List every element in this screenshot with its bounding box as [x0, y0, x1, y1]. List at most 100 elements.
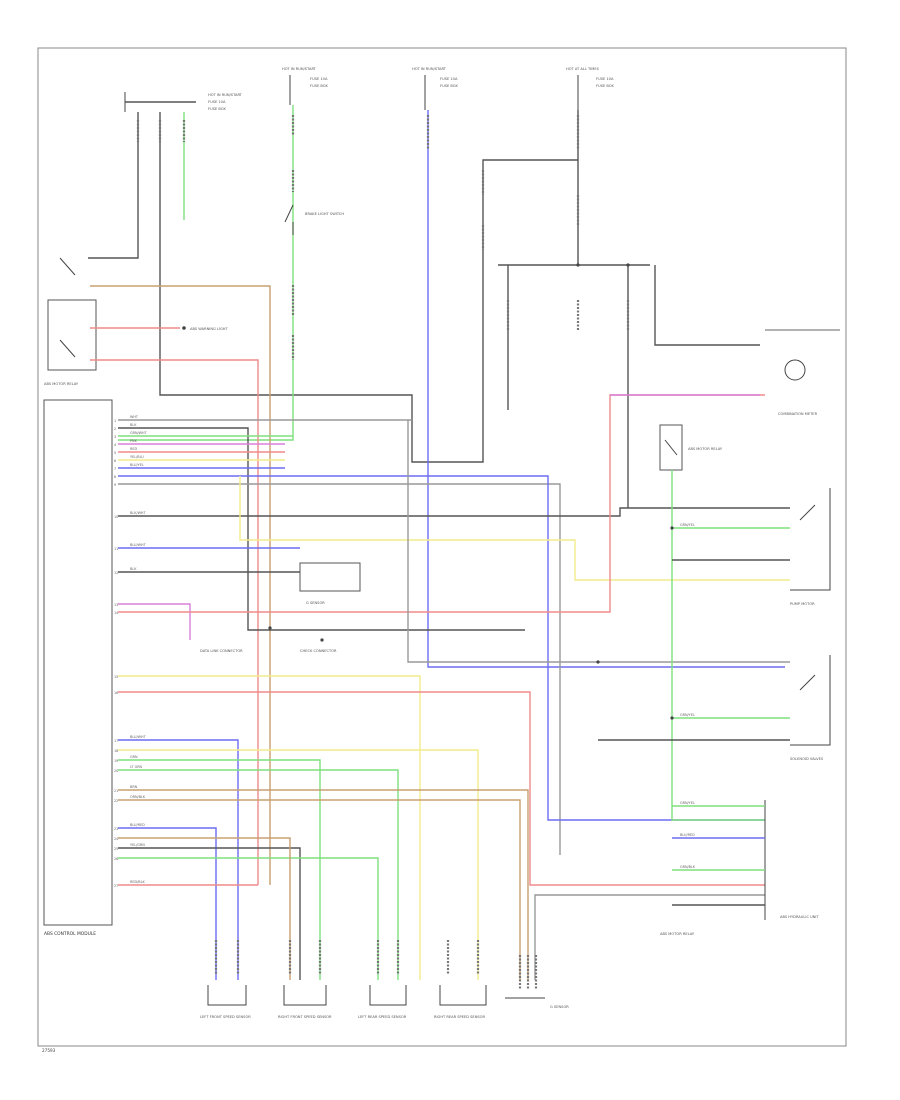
svg-text:BRN: BRN: [130, 785, 138, 789]
svg-text:SOLENOID VALVES: SOLENOID VALVES: [790, 757, 824, 761]
svg-text:27: 27: [114, 884, 118, 888]
power-source-1: HOT IN RUN/START FUSE 10A FUSE BOX: [124, 92, 243, 112]
wire-s12: [534, 894, 765, 980]
svg-text:BLK: BLK: [130, 567, 137, 571]
svg-text:GRN: GRN: [130, 755, 138, 759]
wire-s11: [118, 837, 291, 980]
svg-text:GRN/WHT: GRN/WHT: [130, 431, 148, 435]
svg-text:CHECK CONNECTOR: CHECK CONNECTOR: [300, 649, 337, 653]
svg-text:HOT AT ALL TIMES: HOT AT ALL TIMES: [566, 67, 600, 71]
svg-text:FUSE BOX: FUSE BOX: [440, 84, 458, 88]
svg-text:FUSE 10A: FUSE 10A: [208, 100, 226, 104]
svg-text:PUMP MOTOR: PUMP MOTOR: [790, 602, 815, 606]
svg-text:1: 1: [114, 419, 116, 423]
wire-r7: [671, 470, 765, 821]
svg-text:7: 7: [114, 467, 116, 471]
svg-text:RED/BLK: RED/BLK: [130, 880, 145, 884]
wire-feed-2: [159, 112, 578, 463]
svg-text:BLU/YEL: BLU/YEL: [130, 463, 144, 467]
svg-text:FUSE BOX: FUSE BOX: [310, 84, 328, 88]
wire-s6: [118, 799, 521, 980]
svg-text:YEL/BLU: YEL/BLU: [130, 455, 144, 459]
svg-text:5: 5: [114, 451, 116, 455]
svg-text:HOT IN RUN/START: HOT IN RUN/START: [282, 67, 317, 71]
power-source-3: HOT IN RUN/START FUSE 10A FUSE BOX: [412, 67, 458, 110]
wire-m11: [239, 476, 790, 581]
svg-text:BRAKE LIGHT SWITCH: BRAKE LIGHT SWITCH: [305, 212, 344, 216]
figure-code: 27593: [42, 1048, 56, 1053]
wire-m16: [118, 675, 421, 980]
svg-text:25: 25: [114, 847, 118, 851]
rear-right-speed-sensor: RIGHT REAR SPEED SENSOR: [434, 985, 487, 1019]
svg-text:19: 19: [114, 759, 118, 763]
svg-text:BLK/WHT: BLK/WHT: [130, 511, 146, 515]
svg-text:BLU/WHT: BLU/WHT: [130, 543, 147, 547]
svg-text:3: 3: [114, 435, 116, 439]
svg-text:4: 4: [114, 443, 116, 447]
svg-text:ORN/BLK: ORN/BLK: [130, 795, 146, 799]
svg-text:10: 10: [114, 515, 118, 519]
svg-text:26: 26: [114, 857, 118, 861]
svg-text:BLU/RED: BLU/RED: [130, 823, 145, 827]
abs-warning-label: ABS WARNING LIGHT: [190, 327, 229, 331]
brake-light-switch: BRAKE LIGHT SWITCH: [284, 204, 344, 235]
svg-text:16: 16: [114, 691, 118, 695]
wire-m8: [118, 483, 561, 855]
combination-meter: COMBINATION METER: [778, 359, 818, 416]
g-sensor-area: G SENSOR: [299, 562, 361, 605]
wire-m18: [407, 420, 790, 663]
wire-feed-4: [118, 105, 294, 441]
wire-s3: [118, 759, 321, 980]
svg-text:ABS HYDRAULIC UNIT: ABS HYDRAULIC UNIT: [780, 915, 819, 919]
svg-text:15: 15: [114, 675, 118, 679]
g-sensor-bottom: G SENSOR: [505, 997, 569, 1009]
wire-s1: [118, 739, 239, 980]
svg-text:RIGHT FRONT SPEED SENSOR: RIGHT FRONT SPEED SENSOR: [278, 1015, 332, 1019]
abs-motor-relay: ABS MOTOR RELAY: [44, 257, 97, 386]
abs-control-module: ABS CONTROL MODULE: [43, 399, 113, 937]
diagram-frame: [37, 47, 847, 1047]
svg-text:23: 23: [114, 827, 118, 831]
svg-text:ABS MOTOR RELAY: ABS MOTOR RELAY: [688, 447, 723, 451]
svg-text:BLU/WHT: BLU/WHT: [130, 735, 147, 739]
pump-motor: PUMP MOTOR: [672, 488, 831, 606]
svg-text:COMBINATION METER: COMBINATION METER: [778, 412, 818, 416]
svg-text:PNK: PNK: [130, 439, 138, 443]
svg-text:GRN/BLK: GRN/BLK: [680, 865, 696, 869]
abs-motor-relay-right: ABS MOTOR RELAY: [659, 424, 723, 471]
wire-m10: [118, 507, 790, 517]
svg-text:G SENSOR: G SENSOR: [550, 1005, 569, 1009]
svg-text:22: 22: [114, 799, 118, 803]
wire-relay-red2: [90, 359, 259, 885]
wire-s9: [118, 857, 379, 980]
svg-text:2: 2: [114, 427, 116, 431]
svg-text:GRN/YEL: GRN/YEL: [680, 801, 695, 805]
wire-m17: [118, 691, 765, 886]
wire-s2: [118, 749, 479, 980]
svg-text:G SENSOR: G SENSOR: [306, 601, 325, 605]
wire-feed-1: [88, 112, 139, 259]
wire-m9: [118, 475, 765, 821]
svg-text:BLK: BLK: [130, 423, 137, 427]
check-connector: CHECK CONNECTOR: [300, 638, 337, 653]
solenoid-valves: SOLENOID VALVES: [598, 655, 831, 761]
svg-text:HOT IN RUN/START: HOT IN RUN/START: [412, 67, 447, 71]
front-left-speed-sensor: LEFT FRONT SPEED SENSOR: [200, 985, 251, 1019]
svg-text:GRN/YEL: GRN/YEL: [680, 713, 695, 717]
svg-text:GRN/YEL: GRN/YEL: [680, 523, 695, 527]
svg-text:21: 21: [114, 789, 118, 793]
wire-s4: [118, 769, 399, 980]
svg-text:LEFT FRONT SPEED SENSOR: LEFT FRONT SPEED SENSOR: [200, 1015, 251, 1019]
svg-text:WHT: WHT: [130, 415, 139, 419]
abs-relay-bottom-label: ABS MOTOR RELAY: [660, 932, 695, 936]
svg-text:17: 17: [114, 739, 118, 743]
svg-text:FUSE 10A: FUSE 10A: [596, 77, 614, 81]
svg-text:RED: RED: [130, 447, 137, 451]
svg-text:LEFT REAR SPEED SENSOR: LEFT REAR SPEED SENSOR: [358, 1015, 407, 1019]
wire-s8: [118, 847, 301, 980]
svg-text:11: 11: [114, 547, 118, 551]
power-source-2: HOT IN RUN/START FUSE 10A FUSE BOX: [282, 67, 328, 105]
svg-text:13: 13: [114, 603, 118, 607]
wire-s5: [118, 789, 529, 980]
